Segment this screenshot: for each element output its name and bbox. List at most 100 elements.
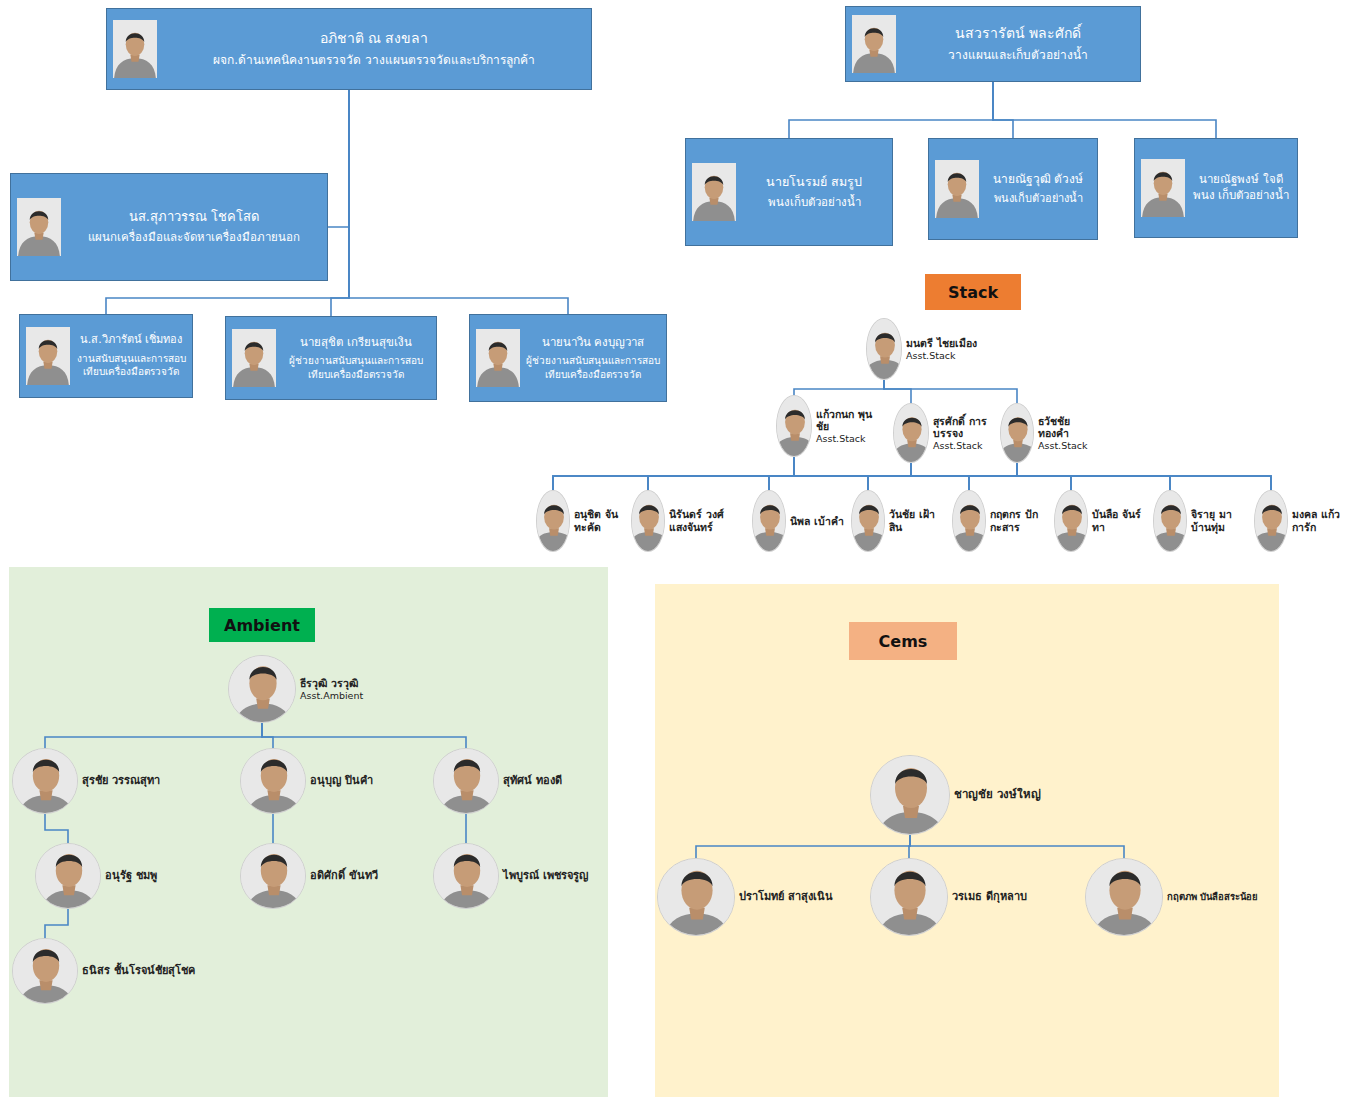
text-group: นสวรารัตน์ พละศักดิ์วางแผนและเก็บตัวอย่า…: [902, 24, 1134, 63]
staff-entry: ไพบูรณ์ เพชรจรูญ: [433, 843, 607, 909]
org-connector: [993, 82, 1216, 138]
photo: [17, 198, 61, 256]
org-connector: [794, 457, 868, 490]
person-name: นายนาวิน คงบุญวาส: [526, 335, 660, 351]
photo-figure: [232, 329, 276, 387]
text-group: ธีรวุฒิ วรวุฒิAsst.Ambient: [300, 677, 384, 701]
photo-figure: [632, 491, 665, 552]
staff-entry: ธนิสร ชั้นโรจน์ชัยสุโชค: [12, 938, 222, 1004]
region-panel: [655, 584, 1279, 1097]
staff-entry: ธีรวุฒิ วรวุฒิAsst.Ambient: [228, 655, 384, 723]
person-name: กฤตกร ปักกะสาร: [990, 508, 1046, 533]
person-name: อนุชิต จันทะคัด: [574, 508, 630, 533]
photo: [1000, 403, 1034, 463]
photo: [776, 395, 812, 457]
org-connector: [1017, 463, 1271, 490]
section-label: Cems: [849, 622, 957, 660]
text-group: นส.สุภาวรรณ โชคโสดแผนกเครื่องมือและจัดหา…: [67, 208, 321, 245]
org-box: นายสุชิต เกรียนสุขเงินผู้ช่วยงานสนับสนุน…: [225, 316, 437, 400]
photo-figure: [852, 491, 885, 552]
photo-figure: [777, 396, 812, 457]
org-connector: [331, 90, 349, 316]
text-group: นิรันดร์ วงศ์แสงจันทร์: [669, 508, 727, 533]
photo: [952, 490, 986, 552]
org-connector: [910, 835, 1124, 858]
photo: [657, 858, 735, 936]
org-box: น.ส.วิภารัตน์ เชิ่มทองงานสนับสนุนและการส…: [19, 314, 193, 398]
org-connector: [794, 457, 969, 490]
person-name: แก้วกนก พุนชัย: [816, 408, 874, 433]
photo: [692, 163, 736, 221]
job-title: ผู้ช่วยงานสนับสนุนและการสอบเทียบเครื่องม…: [526, 354, 660, 381]
photo-figure: [229, 656, 296, 723]
photo-figure: [1255, 491, 1288, 552]
person-name: บันลือ จันร์ทา: [1092, 508, 1148, 533]
staff-entry: ปราโมทย์ สาสุงเนิน: [657, 858, 849, 936]
text-group: น.ส.วิภารัตน์ เชิ่มทองงานสนับสนุนและการส…: [76, 333, 186, 379]
org-box: นสวรารัตน์ พละศักดิ์วางแผนและเก็บตัวอย่า…: [845, 6, 1141, 82]
person-name: ชาญชัย วงษ์ใหญ่: [954, 788, 1064, 802]
photo: [228, 655, 296, 723]
staff-entry: ธวัชชัย ทองคำAsst.Stack: [1000, 403, 1096, 463]
org-connector: [45, 814, 68, 843]
photo: [935, 160, 979, 218]
photo: [752, 490, 786, 552]
job-title: Asst.Stack: [906, 350, 978, 361]
job-title: ผู้ช่วยงานสนับสนุนและการสอบเทียบเครื่องม…: [282, 354, 430, 381]
photo: [12, 938, 78, 1004]
staff-entry: อดิศักดิ์ ขันทวี: [240, 843, 428, 909]
org-box: นายณัฐวุฒิ ตัวงษ์พนงเก็บตัวอย่างน้ำ: [928, 138, 1098, 240]
photo: [1254, 490, 1288, 552]
person-name: สุรชัย วรรณสุทา: [82, 774, 200, 787]
person-name: มนตรี ไชยเมือง: [906, 337, 978, 350]
photo: [852, 15, 896, 73]
staff-entry: กฤตกร ปักกะสาร: [952, 490, 1046, 552]
text-group: ปราโมทย์ สาสุงเนิน: [739, 890, 849, 903]
text-group: ธนิสร ชั้นโรจน์ชัยสุโชค: [82, 964, 222, 977]
person-name: อนุรัฐ ชมพู: [105, 869, 223, 882]
org-connector: [794, 457, 1271, 490]
text-group: อภิชาติ ณ สงขลาผจก.ด้านเทคนิคงานตรวจวัด …: [163, 29, 585, 68]
person-name: วรเมธ ดีกุหลาบ: [952, 890, 1062, 903]
text-group: นายนาวิน คงบุญวาสผู้ช่วยงานสนับสนุนและกา…: [526, 335, 660, 382]
photo: [631, 490, 665, 552]
org-connector: [868, 463, 1017, 490]
text-group: สุทัศน์ ทองดี: [503, 774, 607, 787]
org-connector: [769, 463, 1017, 490]
photo-figure: [26, 327, 70, 385]
person-name: ธนิสร ชั้นโรจน์ชัยสุโชค: [82, 964, 222, 977]
photo: [870, 858, 948, 936]
person-name: สุรศักดิ์ การบรรจง: [933, 415, 993, 440]
org-connector: [262, 723, 466, 748]
photo: [232, 329, 276, 387]
person-name: สุทัศน์ ทองดี: [503, 774, 607, 787]
org-box: นายณัฐพงษ์ ใจดี พนง เก็บตัวอย่างน้ำ: [1134, 138, 1298, 238]
photo-figure: [1141, 159, 1185, 217]
person-name: น.ส.วิภารัตน์ เชิ่มทอง: [76, 333, 186, 348]
person-name: นายณัฐวุฒิ ตัวงษ์: [985, 171, 1091, 187]
photo: [12, 748, 78, 814]
person-name: นิพล เบ้าคำ: [790, 515, 846, 528]
staff-entry: บันลือ จันร์ทา: [1054, 490, 1148, 552]
staff-entry: นิรันดร์ วงศ์แสงจันทร์: [631, 490, 727, 552]
person-name: อดิศักดิ์ ขันทวี: [310, 869, 428, 882]
text-group: อนุบุญ ปินคำ: [310, 774, 428, 787]
photo: [870, 755, 950, 835]
photo-figure: [1001, 404, 1034, 463]
person-name: นส.สุภาวรรณ โชคโสด: [67, 208, 321, 226]
org-connector: [696, 835, 910, 858]
person-name: นิรันดร์ วงศ์แสงจันทร์: [669, 508, 727, 533]
photo-figure: [894, 404, 929, 463]
text-group: บันลือ จันร์ทา: [1092, 508, 1148, 533]
org-connector: [328, 90, 349, 227]
staff-entry: อนุรัฐ ชมพู: [35, 843, 223, 909]
org-connector: [553, 457, 794, 490]
person-name: จิรายุ มาบ้านทุ่ม: [1191, 508, 1247, 533]
job-title: Asst.Stack: [1038, 440, 1096, 451]
photo: [35, 843, 101, 909]
person-name: อภิชาติ ณ สงขลา: [163, 29, 585, 48]
text-group: กฤตกร ปักกะสาร: [990, 508, 1046, 533]
photo-figure: [17, 198, 61, 256]
staff-entry: ชาญชัย วงษ์ใหญ่: [870, 755, 1064, 835]
org-connector: [45, 909, 68, 938]
